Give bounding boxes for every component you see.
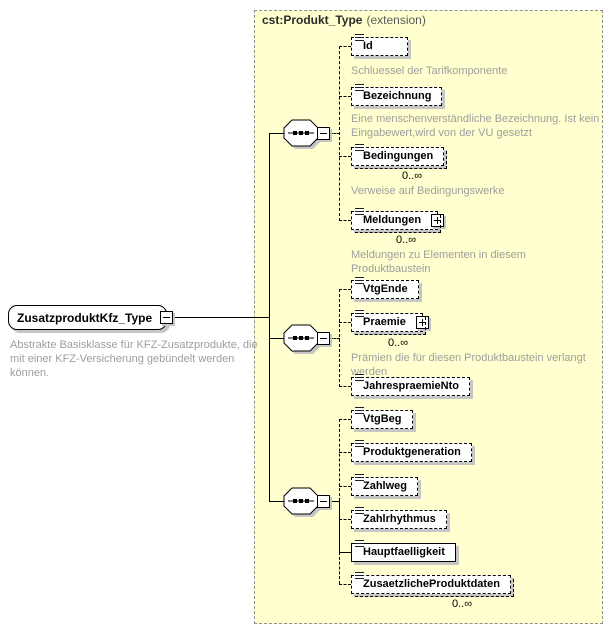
root-element-label: ZusatzproduktKfz_Type <box>17 311 153 325</box>
connector-line <box>339 486 351 487</box>
element-praemie[interactable]: Praemie <box>351 310 429 335</box>
annotation-text: Schluessel der Tarifkomponente <box>351 65 508 77</box>
element-zusaetzlicheproduktdaten[interactable]: ZusaetzlicheProduktdaten <box>351 572 514 597</box>
element-icon <box>355 507 364 514</box>
connector-line <box>269 338 285 339</box>
connector-line <box>330 338 340 339</box>
annotation-text: Eine menschenverständliche Bezeichnung. … <box>351 113 600 139</box>
element-icon <box>355 277 364 284</box>
element-produktgeneration[interactable]: Produktgeneration <box>351 440 472 462</box>
expand-icon[interactable] <box>415 316 429 329</box>
element-icon <box>355 84 364 91</box>
element-label: VtgBeg <box>363 413 402 425</box>
element-icon <box>355 407 364 414</box>
connector-line <box>339 519 351 520</box>
element-icon <box>355 572 364 579</box>
element-label: Bezeichnung <box>363 90 432 102</box>
connector-line <box>339 46 340 221</box>
element-hauptfaelligkeit[interactable]: Hauptfaelligkeit <box>351 540 456 562</box>
element-label: Zahlrhythmus <box>363 513 436 525</box>
connector-line <box>339 96 351 97</box>
connector-line <box>339 419 340 501</box>
connector-line <box>330 133 340 134</box>
sequence-icon[interactable] <box>283 119 323 151</box>
occurrence-label: 0..∞ <box>452 598 473 610</box>
element-bedingungen[interactable]: Bedingungen <box>351 144 448 169</box>
element-label: Produktgeneration <box>363 446 461 458</box>
connector-line <box>339 322 351 323</box>
connector-line <box>339 584 351 585</box>
element-icon <box>355 440 364 447</box>
connector-line <box>339 386 351 387</box>
element-label: Id <box>363 40 373 52</box>
element-label: Praemie <box>363 316 406 328</box>
element-label: Hauptfaelligkeit <box>363 546 445 558</box>
expand-icon[interactable] <box>431 214 445 227</box>
sequence-icon[interactable] <box>283 487 323 519</box>
extension-type-name: cst:Produkt_Type <box>262 13 363 27</box>
connector-line <box>339 452 351 453</box>
extension-frame-title: cst:Produkt_Type(extension) <box>262 13 426 27</box>
element-zahlrhythmus[interactable]: Zahlrhythmus <box>351 507 447 529</box>
collapse-icon[interactable] <box>317 332 330 345</box>
annotation-text: Prämien die für diesen Produktbaustein v… <box>351 352 586 378</box>
connector-line <box>269 133 270 501</box>
sequence-icon[interactable] <box>283 324 323 356</box>
connector-line <box>339 552 351 553</box>
element-bezeichnung[interactable]: Bezeichnung <box>351 84 443 106</box>
element-label: VtgEnde <box>363 283 408 295</box>
connector-line <box>269 501 285 502</box>
element-icon <box>355 374 364 381</box>
connector-line <box>339 156 351 157</box>
connector-line <box>330 501 340 502</box>
element-icon <box>355 540 364 547</box>
element-icon <box>355 144 364 151</box>
element-label: Zahlweg <box>363 480 408 492</box>
collapse-icon[interactable] <box>317 495 330 508</box>
element-zahlweg[interactable]: Zahlweg <box>351 474 419 496</box>
element-icon <box>355 34 364 41</box>
element-id[interactable]: Id <box>351 34 408 56</box>
connector-line <box>339 419 351 420</box>
connector-line <box>339 220 351 221</box>
collapse-icon[interactable] <box>160 311 174 324</box>
occurrence-label: 0..∞ <box>396 234 417 246</box>
occurrence-label: 0..∞ <box>388 337 409 349</box>
connector-line <box>158 317 270 318</box>
connector-line <box>339 501 340 552</box>
element-meldungen[interactable]: Meldungen <box>351 208 445 233</box>
element-label: ZusaetzlicheProduktdaten <box>363 578 500 590</box>
element-icon <box>355 208 364 215</box>
element-icon <box>355 310 364 317</box>
element-label: Bedingungen <box>363 150 434 162</box>
element-jahrespraemiento[interactable]: JahrespraemieNto <box>351 374 470 396</box>
collapse-icon[interactable] <box>317 127 330 140</box>
element-label: JahrespraemieNto <box>363 380 459 392</box>
root-element-zusatzproduktkfz-type[interactable]: ZusatzproduktKfz_Type <box>8 305 174 330</box>
annotation-text: Abstrakte Basisklasse für KFZ-Zusatzprod… <box>10 339 258 379</box>
connector-line <box>269 133 285 134</box>
element-vtgbeg[interactable]: VtgBeg <box>351 407 413 429</box>
occurrence-label: 0..∞ <box>402 170 423 182</box>
annotation-text: Meldungen zu Elementen in diesem Produkt… <box>351 249 526 275</box>
element-vtgende[interactable]: VtgEnde <box>351 277 419 299</box>
annotation-text: Verweise auf Bedingungswerke <box>351 185 505 197</box>
element-label: Meldungen <box>363 214 422 226</box>
connector-line <box>339 289 340 387</box>
connector-line <box>339 289 351 290</box>
element-icon <box>355 474 364 481</box>
connector-line <box>339 552 340 584</box>
connector-line <box>339 46 351 47</box>
extension-suffix: (extension) <box>366 13 426 27</box>
